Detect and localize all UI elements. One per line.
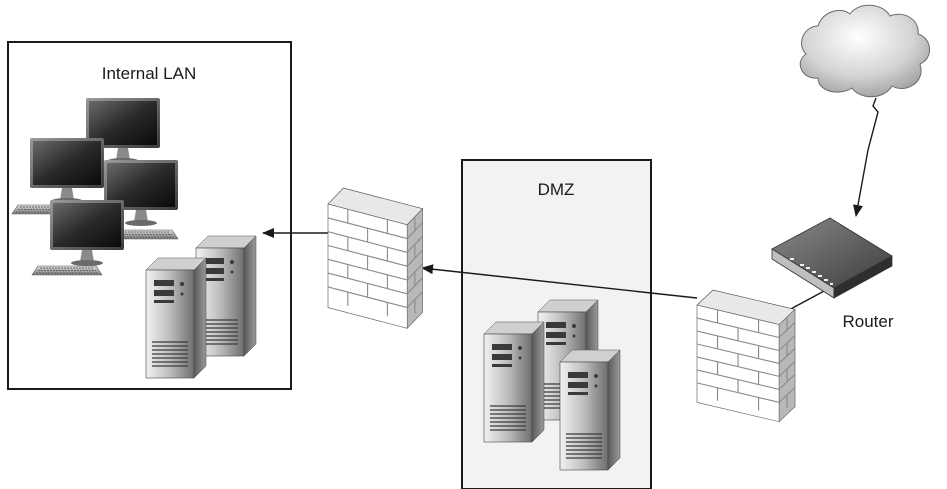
outer-firewall-to-inner-firewall-arrow: [421, 264, 698, 299]
dmz-server-tower-icon: [559, 349, 621, 471]
internal-lan-zone: Internal LAN: [7, 41, 292, 390]
workstation-keyboard-icon: [31, 265, 103, 276]
outer-firewall-icon: [696, 289, 796, 423]
dmz-label: DMZ: [538, 180, 575, 199]
internet-cloud-icon: [799, 4, 930, 98]
dmz-server-tower-icon: [483, 321, 545, 443]
internet-to-router-arrow: [853, 97, 879, 217]
router-label: Router: [842, 312, 893, 331]
inner-firewall-icon: [327, 187, 424, 329]
dmz-zone: DMZ: [461, 159, 652, 489]
internal-lan-label: Internal LAN: [102, 64, 197, 83]
router-icon: Router: [771, 217, 894, 331]
lan-server-tower-icon: [145, 257, 207, 379]
